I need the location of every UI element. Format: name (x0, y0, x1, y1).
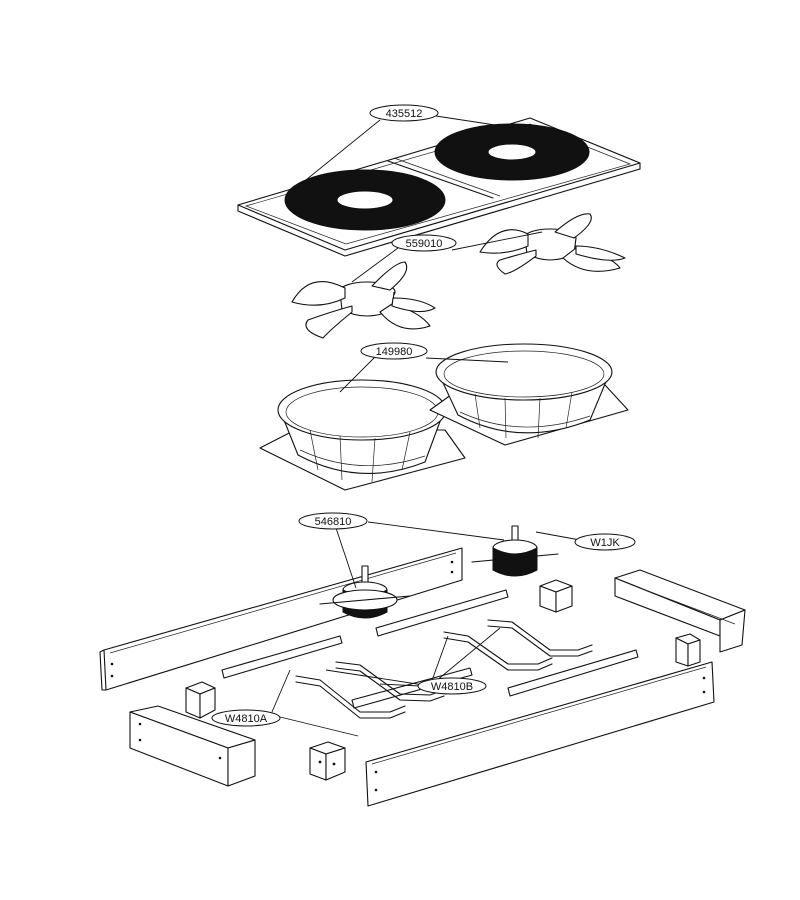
corner-block (675, 633, 701, 667)
callout-fan-blade: 559010 (391, 234, 457, 252)
front-side-rail (365, 661, 715, 807)
callout-grille-label: 435512 (386, 108, 423, 120)
end-channel-left (129, 705, 256, 787)
corner-block (309, 741, 346, 781)
callout-motor-label: 546810 (315, 516, 352, 528)
fan-motor-left (319, 565, 411, 619)
callout-motor-part-label: W1JK (590, 537, 620, 549)
fan-shroud-left (259, 379, 466, 491)
fan-grille-panel (237, 117, 641, 257)
leader-lines (271, 115, 581, 737)
fan-blade-right (479, 213, 626, 275)
callout-bracket-a-label: W4810A (225, 713, 268, 725)
corner-block (539, 579, 573, 613)
corner-block (185, 681, 216, 719)
callout-shroud: 149980 (360, 342, 428, 360)
end-channel-right (614, 569, 746, 653)
fan-blade-left (291, 261, 436, 339)
callout-fan-blade-label: 559010 (406, 238, 443, 250)
callout-grille: 435512 (369, 104, 439, 122)
callout-motor-part: W1JK (574, 533, 636, 551)
fan-shroud-right (429, 343, 629, 446)
callout-shroud-label: 149980 (376, 346, 413, 358)
callout-bracket-a: W4810A (211, 709, 281, 727)
cross-rail (221, 589, 639, 709)
motor-bracket (295, 619, 593, 719)
callout-motor: 546810 (298, 512, 368, 530)
callout-bracket-b-label: W4810B (431, 681, 473, 693)
fan-motor-right (471, 525, 559, 577)
callout-bracket-b: W4810B (417, 677, 487, 695)
